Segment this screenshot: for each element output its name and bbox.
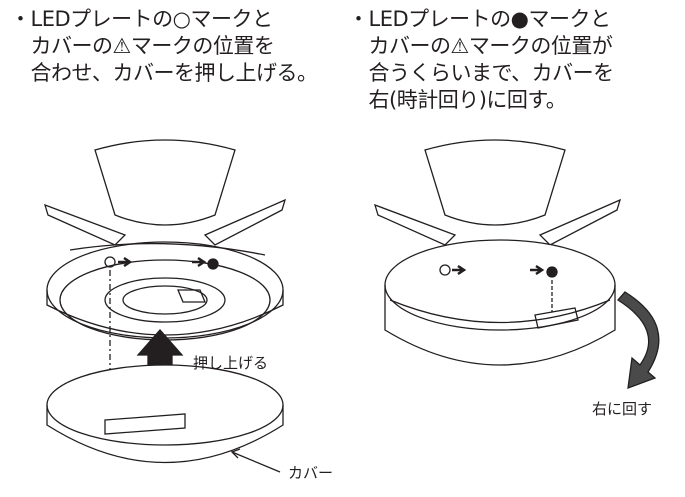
instruction-line: 右(時計回り)に回す。 [348,88,567,112]
left-ceiling-fixture [44,139,287,341]
instruction-line: 合わせ、カバーを押し上げる。 [10,61,318,85]
left-cover [46,364,284,473]
rotate-right-label: 右に回す [592,400,653,418]
left-markers [104,256,219,270]
right-ceiling-fixture [374,139,622,366]
push-up-label: 押し上げる [193,354,269,372]
instruction-line: カバーの⚠マークの位置を [10,34,275,58]
instruction-line: ・LEDプレートの●マークと [348,7,611,31]
rotate-right-arrow [617,291,660,389]
right-markers [439,264,558,312]
instruction-line: 合うくらいまで、カバーを [348,61,614,85]
left-instruction-text: ・LEDプレートの○マークと カバーの⚠マークの位置を 合わせ、カバーを押し上げ… [10,6,318,87]
instruction-line: ・LEDプレートの○マークと [10,7,273,31]
right-instruction-text: ・LEDプレートの●マークと カバーの⚠マークの位置が 合うくらいまで、カバーを… [348,6,614,114]
cover-label: カバー [288,464,334,482]
instruction-line: カバーの⚠マークの位置が [348,34,613,58]
